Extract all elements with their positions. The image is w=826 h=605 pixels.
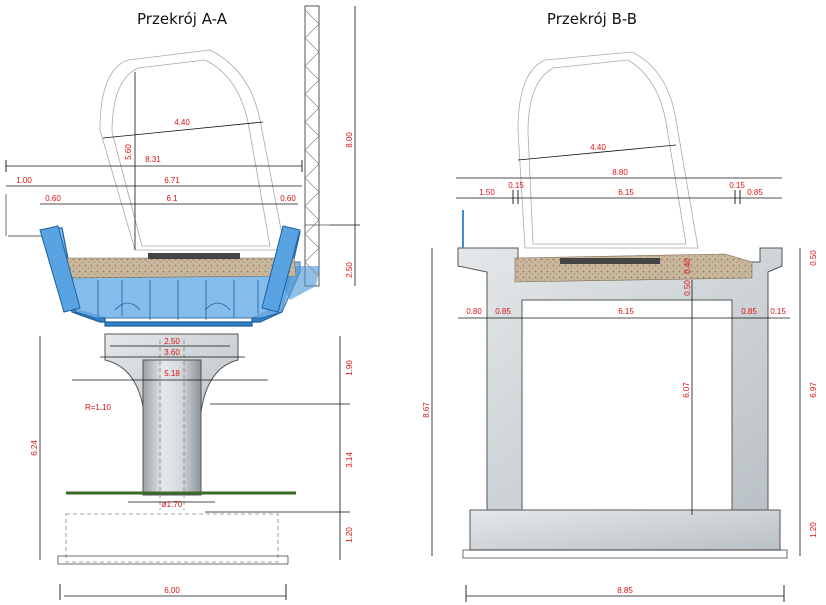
section-a-title: Przekrój A-A bbox=[137, 10, 228, 28]
dim-b-867: 8.67 bbox=[422, 402, 431, 418]
dim-a-diameter: ø1.70 bbox=[162, 500, 183, 509]
dim-b-040: 0.40 bbox=[683, 258, 692, 274]
dim-b-080: 0.80 bbox=[466, 307, 482, 316]
dim-a-560: 5.60 bbox=[124, 144, 133, 160]
dim-b-615-top: 6.15 bbox=[618, 188, 634, 197]
dim-b-120: 1.20 bbox=[809, 522, 818, 538]
dim-b-607: 6.07 bbox=[682, 382, 691, 398]
catenary-mast bbox=[304, 5, 330, 287]
dim-b-885: 8.85 bbox=[617, 586, 633, 595]
dim-b-085-top: 0.85 bbox=[747, 188, 763, 197]
dim-b-015-mid: 0.15 bbox=[770, 307, 786, 316]
dim-a-060-left: 0.60 bbox=[45, 194, 61, 203]
dim-a-61: 6.1 bbox=[166, 194, 178, 203]
section-a-sleeper bbox=[148, 253, 240, 259]
dim-b-085-left: 0.85 bbox=[495, 307, 511, 316]
section-b-drawing: 4.40 8.80 1.50 0.15 6.15 0.15 0.85 0.50 … bbox=[422, 51, 818, 602]
dim-a-440: 4.40 bbox=[174, 118, 190, 127]
section-a-foundation bbox=[65, 513, 279, 563]
dim-b-440: 4.40 bbox=[590, 143, 606, 152]
dim-a-060-right: 0.60 bbox=[280, 194, 296, 203]
dim-b-697: 6.97 bbox=[809, 382, 818, 398]
dim-a-831: 8.31 bbox=[145, 155, 161, 164]
dim-a-671: 6.71 bbox=[164, 176, 180, 185]
dim-a-190: 1.90 bbox=[345, 360, 354, 376]
section-b-footing bbox=[469, 509, 781, 551]
dim-b-150: 1.50 bbox=[479, 188, 495, 197]
dim-a-600: 6.00 bbox=[164, 586, 180, 595]
dim-b-085-right: 0.85 bbox=[741, 307, 757, 316]
dim-a-radius: R=1.10 bbox=[85, 403, 112, 412]
dim-b-050-right: 0.50 bbox=[809, 250, 818, 266]
dim-a-120: 1.20 bbox=[345, 527, 354, 543]
dim-a-250: 2.50 bbox=[164, 337, 180, 346]
section-a-drawing: 4.40 5.60 8.31 6.71 1.00 0.60 6.1 0.60 8… bbox=[5, 5, 360, 600]
dim-a-100: 1.00 bbox=[16, 176, 32, 185]
section-a-ballast bbox=[65, 257, 297, 279]
dim-b-015-right: 0.15 bbox=[729, 181, 745, 190]
dim-a-800: 8.00 bbox=[345, 132, 354, 148]
dim-b-615-mid: 6.15 bbox=[618, 307, 634, 316]
portal-frame bbox=[457, 247, 783, 511]
dim-a-360: 3.60 bbox=[164, 348, 180, 357]
section-b-sleeper bbox=[560, 258, 660, 264]
dim-a-518: 5.18 bbox=[164, 369, 180, 378]
dim-a-314: 3.14 bbox=[345, 452, 354, 468]
dim-b-880: 8.80 bbox=[612, 168, 628, 177]
dim-a-250-vert: 2.50 bbox=[345, 262, 354, 278]
section-b-vehicle-outline bbox=[517, 51, 699, 249]
dim-b-015-left: 0.15 bbox=[508, 181, 524, 190]
dim-b-050-mid: 0.50 bbox=[683, 280, 692, 296]
dim-a-624: 6.24 bbox=[30, 440, 39, 456]
section-b-title: Przekrój B-B bbox=[547, 10, 637, 28]
pier-column bbox=[142, 359, 202, 496]
